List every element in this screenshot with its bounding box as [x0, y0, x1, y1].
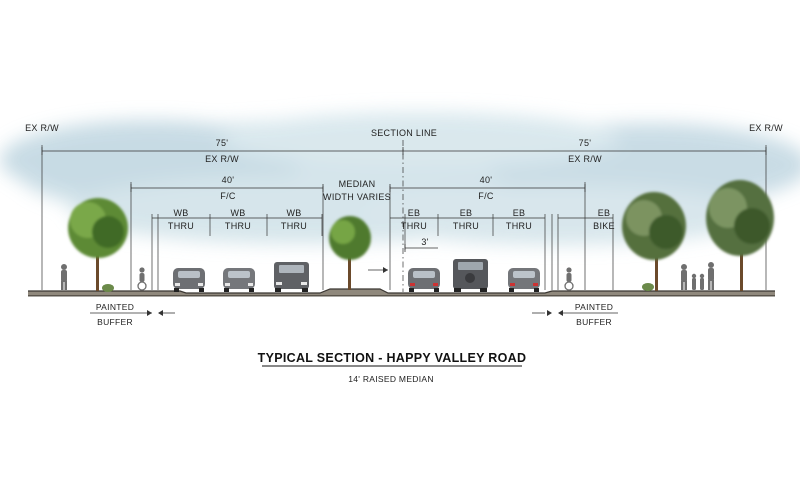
painted-buffer-left-callout — [90, 310, 175, 316]
row-dimension-right — [403, 147, 767, 155]
lane-4-line2: THRU — [401, 221, 427, 231]
painted-buffer-right-line1: PAINTED — [575, 302, 613, 312]
fc-dimension-left — [130, 184, 324, 192]
diagram-subtitle: 14' RAISED MEDIAN — [348, 374, 434, 384]
row-right-width: 75' — [579, 138, 592, 148]
shrub-right — [642, 283, 654, 291]
tree-right-1 — [622, 192, 686, 291]
fc-right-label: F/C — [478, 191, 494, 201]
section-line-label: SECTION LINE — [371, 128, 437, 138]
lane-4-line1: EB — [408, 208, 421, 218]
lane-1-line1: WB — [173, 208, 188, 218]
lane-1-line2: THRU — [168, 221, 194, 231]
painted-buffer-right-callout — [532, 310, 618, 316]
tree-right-2 — [706, 180, 774, 291]
pedestrian-group-right — [681, 262, 714, 290]
lane-6-line2: THRU — [506, 221, 532, 231]
vehicle-eb-1 — [408, 268, 440, 292]
lane-7-line2: BIKE — [593, 221, 615, 231]
lane-2-line1: WB — [230, 208, 245, 218]
cyclist-right — [564, 267, 574, 291]
vehicle-eb-3 — [508, 268, 540, 292]
ex-rw-right-label: EX R/W — [749, 123, 783, 133]
fc-left-width: 40' — [222, 175, 235, 185]
fc-right-width: 40' — [480, 175, 493, 185]
lane-6-line1: EB — [513, 208, 526, 218]
offset-dimension — [404, 244, 438, 252]
vehicle-wb-1 — [173, 268, 205, 292]
lane-labels: WB THRU WB THRU WB THRU EB THRU EB THRU … — [168, 208, 615, 231]
shrub-left — [102, 284, 114, 292]
row-left-width: 75' — [216, 138, 229, 148]
row-right-label: EX R/W — [568, 154, 602, 164]
cyclist-left — [137, 267, 147, 291]
lane-5-line1: EB — [460, 208, 473, 218]
lane-2-line2: THRU — [225, 221, 251, 231]
vehicle-wb-3 — [274, 262, 309, 292]
ex-rw-left-label: EX R/W — [25, 123, 59, 133]
vehicle-wb-2 — [223, 268, 255, 292]
offset-label: 3' — [421, 237, 428, 247]
lane-3-line2: THRU — [281, 221, 307, 231]
diagram-title: TYPICAL SECTION - HAPPY VALLEY ROAD — [258, 351, 527, 365]
lane-7-line1: EB — [598, 208, 611, 218]
median-arrows — [368, 267, 388, 273]
median-label-line1: MEDIAN — [339, 179, 376, 189]
ground-profile — [28, 288, 775, 297]
lane-3-line1: WB — [286, 208, 301, 218]
painted-buffer-right-line2: BUFFER — [576, 317, 612, 327]
fc-left-label: F/C — [220, 191, 236, 201]
row-left-label: EX R/W — [205, 154, 239, 164]
lane-5-line2: THRU — [453, 221, 479, 231]
tree-median — [329, 216, 371, 290]
vehicle-eb-2 — [453, 259, 488, 292]
tree-left — [68, 198, 128, 291]
median-label-line2: WIDTH VARIES — [323, 192, 391, 202]
painted-buffer-left-line2: BUFFER — [97, 317, 133, 327]
fc-dimension-right — [389, 184, 586, 192]
pedestrian-left — [61, 264, 67, 290]
painted-buffer-left-line1: PAINTED — [96, 302, 134, 312]
